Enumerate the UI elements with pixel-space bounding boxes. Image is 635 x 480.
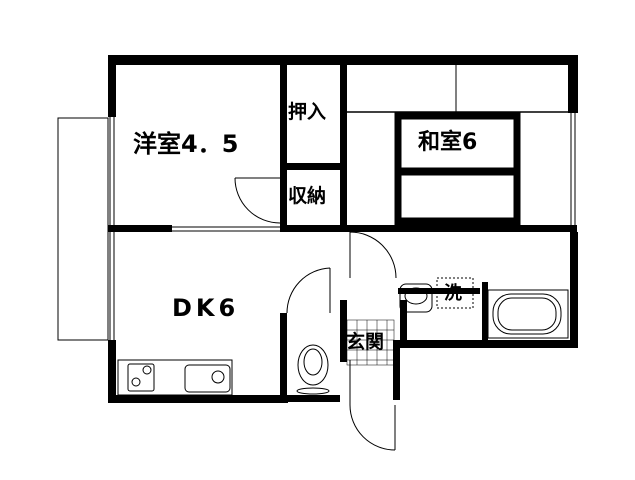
dining-kitchen-label: DK6 — [172, 294, 240, 322]
kitchen-counter — [117, 359, 233, 396]
bathtub — [487, 289, 569, 339]
western-room-label: 洋室4．5 — [133, 130, 239, 158]
walls — [108, 55, 578, 403]
windows — [109, 113, 576, 340]
toilet — [296, 344, 330, 395]
balcony — [57, 117, 109, 341]
washroom-label: 洗 — [444, 283, 462, 304]
wash-basin — [399, 283, 433, 313]
entrance-label: 玄関 — [346, 331, 385, 353]
storage-label: 収納 — [288, 185, 327, 207]
doors — [234, 177, 397, 451]
japanese-room-label: 和室6 — [418, 130, 478, 155]
tatami — [347, 65, 570, 226]
entrance-tiles — [346, 319, 395, 366]
oshiire-closet-label: 押入 — [288, 101, 327, 123]
washing-machine-space — [436, 277, 474, 309]
